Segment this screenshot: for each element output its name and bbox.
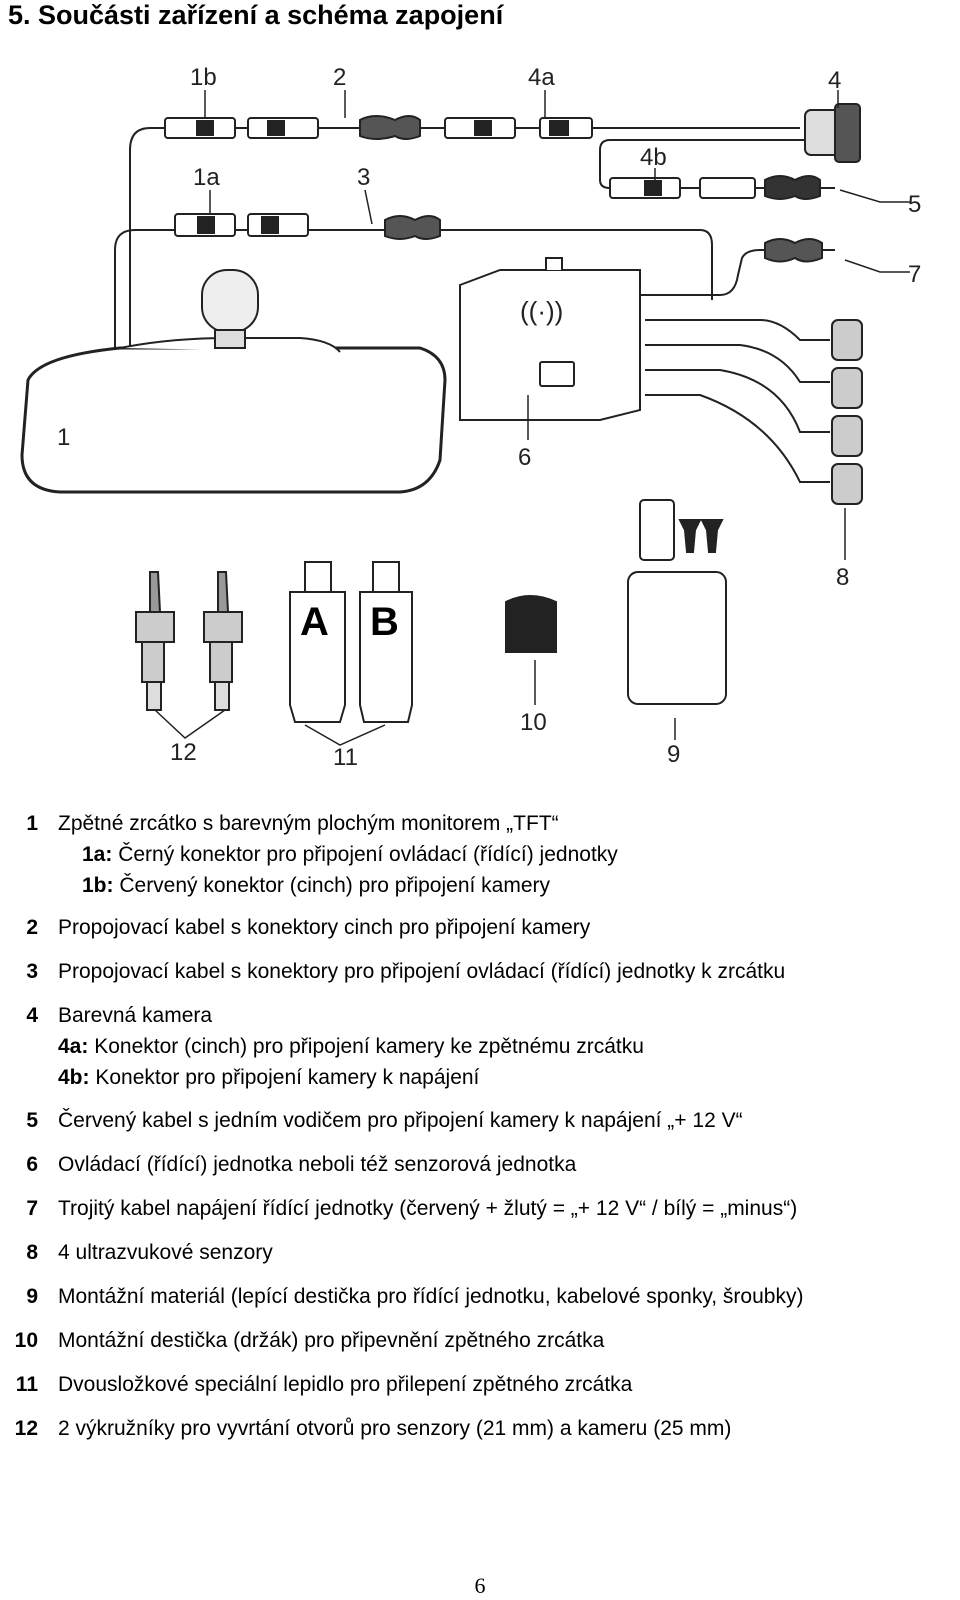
cable-sensor-2: [645, 344, 830, 383]
callout-4a: 4a: [528, 64, 555, 91]
page-title: 5. Součásti zařízení a schéma zapojení: [8, 0, 504, 30]
cable-sensor-4: [645, 394, 830, 483]
screw-icon: [700, 519, 724, 553]
svg-text:((·)): ((·)): [520, 296, 563, 326]
cable-tie-icon: [359, 115, 421, 140]
sensor-1: [831, 319, 863, 361]
callout-1a: 1a: [193, 164, 220, 191]
adhesive-pad: [627, 571, 727, 705]
cable-tie-icon: [384, 215, 441, 240]
cable-triple: [640, 249, 835, 296]
callout-10: 10: [520, 709, 547, 736]
page-number: 6: [474, 1573, 486, 1598]
cable-camera-power: [599, 139, 840, 189]
mirror-mount: [201, 269, 259, 333]
callout-8: 8: [836, 564, 849, 591]
callout-5: 5: [908, 191, 921, 218]
callout-9: 9: [667, 741, 680, 768]
cable-clip: [639, 499, 675, 561]
cable-top: [129, 127, 800, 400]
cable-tie-icon: [764, 238, 823, 263]
hole-saw-right: [203, 571, 243, 711]
callout-4b: 4b: [640, 144, 667, 171]
sensor-2: [831, 367, 863, 409]
glue-tube-b: [359, 591, 413, 723]
hole-saw-left: [135, 571, 175, 711]
callout-2: 2: [333, 64, 346, 91]
callout-1b: 1b: [190, 64, 217, 91]
glue-tube-a: [289, 591, 346, 723]
callout-11: 11: [333, 744, 358, 771]
callout-6: 6: [518, 444, 531, 471]
wiring-diagram: ((·)): [20, 64, 921, 771]
sensor-3: [831, 415, 863, 457]
cable-sensor-3: [645, 369, 830, 433]
callout-7: 7: [908, 261, 921, 288]
tube-label-b: B: [370, 600, 399, 644]
mounting-plate: [505, 595, 557, 653]
callout-4: 4: [828, 67, 841, 94]
rear-mirror: [20, 346, 447, 494]
control-unit: [459, 269, 641, 421]
tube-label-a: A: [300, 600, 329, 644]
cable-tie-icon: [764, 175, 821, 200]
callout-12: 12: [170, 739, 197, 766]
cable-sensor-1: [645, 319, 830, 341]
screw-icon: [678, 519, 702, 553]
callout-1: 1: [57, 424, 70, 451]
sensor-4: [831, 463, 863, 505]
callout-3: 3: [357, 164, 370, 191]
